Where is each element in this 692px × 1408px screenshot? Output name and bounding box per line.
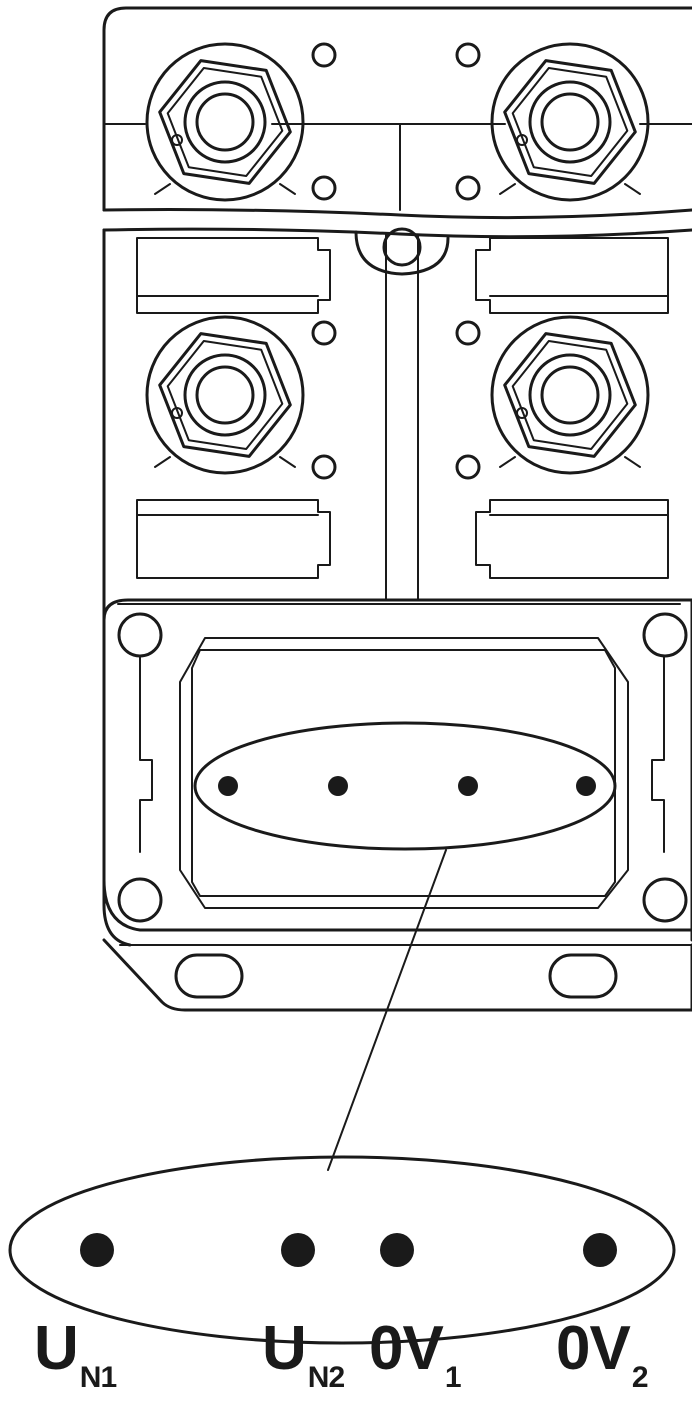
terminal-compartment	[102, 598, 692, 942]
cover-screw-bottom-left	[117, 877, 163, 923]
terminal-detail-dot-un1	[80, 1233, 114, 1267]
port-top-right-socket-ring	[528, 80, 612, 164]
terminal-detail-dot-0v2	[583, 1233, 617, 1267]
cover-screw-top-right	[642, 612, 688, 658]
port-middle-left-strain-tabs	[154, 456, 296, 468]
port-top-right-screw	[516, 134, 528, 146]
terminal-label-0v1-main: 0V	[369, 1314, 444, 1383]
port-top-left-socket-ring	[183, 80, 267, 164]
connector-ports	[145, 42, 650, 475]
terminal-label-0v2-main: 0V	[556, 1314, 631, 1383]
port-top-left-socket	[195, 92, 255, 152]
indicator-leds	[311, 42, 481, 480]
port-middle-right-outer-ring	[490, 315, 650, 475]
port-middle-right-strain-tabs	[499, 456, 641, 468]
terminal-block	[193, 721, 617, 851]
terminal-label-un1: UN1	[34, 1318, 117, 1393]
port-top-right[interactable]	[490, 42, 650, 202]
terminal-detail-dot-0v1	[380, 1233, 414, 1267]
port-middle-left-screw	[171, 407, 183, 419]
port-middle-left[interactable]	[145, 315, 305, 475]
terminal-label-un2-main: U	[262, 1314, 307, 1383]
port-top-left[interactable]	[145, 42, 305, 202]
terminal-detail-view	[8, 1155, 676, 1345]
terminal-label-0v2: 0V2	[556, 1318, 649, 1393]
mount-slot-right	[548, 953, 618, 999]
terminal-label-un2-sub: N2	[307, 1361, 345, 1394]
port-middle-right-socket-ring	[528, 353, 612, 437]
terminal-dot-un1	[218, 776, 238, 796]
terminal-label-un1-main: U	[34, 1314, 79, 1383]
port-middle-left-hex-nut-inner	[166, 340, 284, 450]
port-middle-left-socket	[195, 365, 255, 425]
terminal-label-0v1-sub: 1	[444, 1361, 462, 1394]
port-top-right-outer-ring	[490, 42, 650, 202]
port-top-right-socket	[540, 92, 600, 152]
terminal-dot-0v2	[576, 776, 596, 796]
terminal-dot-un2	[328, 776, 348, 796]
port-middle-left-hex-nut-outer	[158, 332, 292, 458]
cover-screw-top-left	[117, 612, 163, 658]
cover-screw-bottom-right	[642, 877, 688, 923]
terminal-label-un2: UN2	[262, 1318, 345, 1393]
mount-slot-left	[174, 953, 244, 999]
port-top-left-outer-ring	[145, 42, 305, 202]
port-middle-right[interactable]	[490, 315, 650, 475]
port-top-left-strain-tabs	[154, 183, 296, 195]
port-top-left-hex-nut-inner	[166, 67, 284, 177]
housing	[102, 6, 692, 1012]
port-top-right-hex-nut-outer	[503, 59, 637, 185]
label-plates	[136, 237, 669, 579]
port-middle-right-screw	[516, 407, 528, 419]
port-top-left-hex-nut-outer	[158, 59, 292, 185]
port-top-right-strain-tabs	[499, 183, 641, 195]
port-middle-right-socket	[540, 365, 600, 425]
terminal-detail-dot-un2	[281, 1233, 315, 1267]
terminal-label-un1-sub: N1	[79, 1361, 117, 1394]
terminal-label-0v2-sub: 2	[631, 1361, 649, 1394]
port-top-right-hex-nut-inner	[511, 67, 629, 177]
port-middle-right-hex-nut-inner	[511, 340, 629, 450]
port-middle-left-outer-ring	[145, 315, 305, 475]
port-middle-left-socket-ring	[183, 353, 267, 437]
detail-leader-line	[327, 849, 447, 1171]
terminal-dot-0v1	[458, 776, 478, 796]
terminal-label-0v1: 0V1	[369, 1318, 462, 1393]
port-top-left-screw	[171, 134, 183, 146]
port-middle-right-hex-nut-outer	[503, 332, 637, 458]
terminal-dots	[80, 776, 617, 1267]
